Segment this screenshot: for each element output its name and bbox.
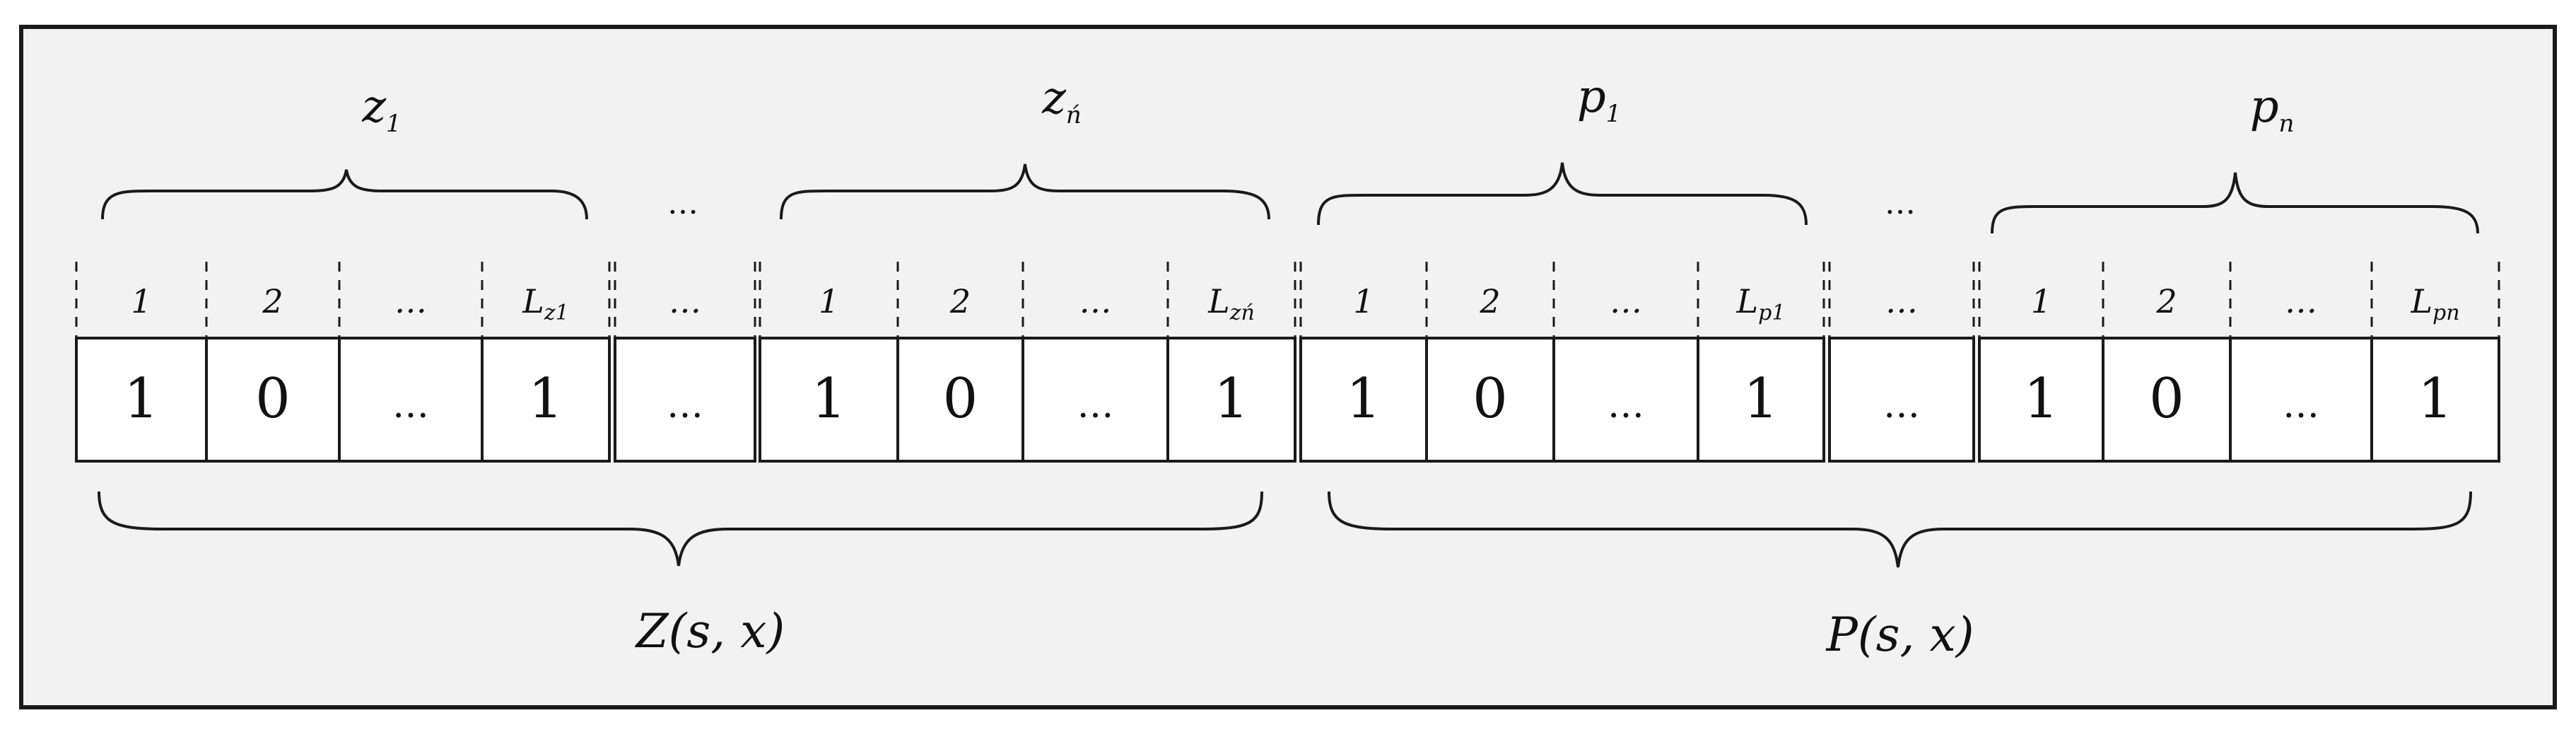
position-label: 1	[2031, 282, 2051, 320]
bit-cell	[1166, 337, 1296, 463]
position-label: 2	[949, 282, 971, 320]
bit-cell	[1425, 337, 1555, 463]
position-label: …	[669, 282, 701, 320]
bit-value: 1	[812, 367, 847, 431]
position-label: Lzń	[1207, 282, 1255, 325]
bit-cell	[2229, 337, 2373, 463]
position-label: …	[1885, 282, 1918, 320]
top-ellipsis-left: …	[667, 185, 698, 221]
group-label-z1: z1	[361, 81, 401, 138]
bit-cell	[1828, 337, 1975, 463]
bit-cell	[759, 337, 899, 463]
total-label-P: P(s, x)	[1826, 608, 1974, 662]
position-label: 2	[2155, 282, 2177, 320]
position-label: 2	[262, 282, 283, 320]
bit-cell	[205, 337, 341, 463]
bit-value: 1	[124, 367, 159, 431]
total-label-Z: Z(s, x)	[635, 604, 785, 658]
bit-value: 1	[1743, 367, 1779, 431]
bit-value: 0	[1473, 367, 1508, 431]
group-label-pn: pn	[2250, 81, 2295, 138]
bit-cell	[1021, 337, 1169, 463]
bit-cell	[896, 337, 1024, 463]
bit-value: …	[1608, 384, 1644, 426]
bit-value: 0	[2149, 367, 2184, 431]
position-label: …	[2285, 282, 2317, 320]
bit-value: 0	[255, 367, 291, 431]
position-label: 1	[1353, 282, 1374, 320]
brace-z1	[101, 169, 588, 220]
position-label: Lp1	[1736, 282, 1786, 325]
group-label-p1: p1	[1577, 71, 1622, 128]
top-ellipsis-right: …	[1885, 185, 1916, 221]
position-label: 1	[819, 282, 839, 320]
position-label: Lpn	[2410, 282, 2459, 325]
bit-cell	[481, 337, 611, 463]
brace-pn	[1991, 172, 2479, 234]
bit-value: …	[1077, 384, 1114, 426]
bit-value: …	[392, 384, 429, 426]
position-label: …	[394, 282, 427, 320]
brace-zn	[780, 163, 1270, 220]
bit-value: 1	[1346, 367, 1381, 431]
position-label: 1	[131, 282, 151, 320]
position-label: Lz1	[522, 282, 568, 325]
bit-value: 1	[2418, 367, 2453, 431]
bit-value: …	[667, 384, 703, 426]
bit-cells: 1 1 0 2 … … 1 Lz1 1 1 0 2 … … 1 Lzń 1 1 0 2 … … 1 Lp1 1 1 0 2 … … 1 Lpn…	[75, 262, 2500, 463]
bit-value: …	[2283, 384, 2319, 426]
bit-cell	[1299, 337, 1428, 463]
bit-value: 0	[943, 367, 978, 431]
bit-cell	[1697, 337, 1825, 463]
position-label: …	[1610, 282, 1642, 320]
bit-cell	[2370, 337, 2500, 463]
brace-P-total	[1328, 491, 2472, 568]
bit-value: 1	[528, 367, 563, 431]
group-label-zn: zń	[1041, 72, 1082, 129]
bit-cell	[614, 337, 756, 463]
bit-value: …	[1883, 384, 1920, 426]
bit-value: 1	[2024, 367, 2059, 431]
brace-p1	[1317, 162, 1808, 226]
brace-Z-total	[98, 491, 1263, 567]
position-label: 2	[1479, 282, 1500, 320]
bit-value: 1	[1214, 367, 1249, 431]
bit-cell	[338, 337, 484, 463]
position-label: …	[1079, 282, 1112, 320]
